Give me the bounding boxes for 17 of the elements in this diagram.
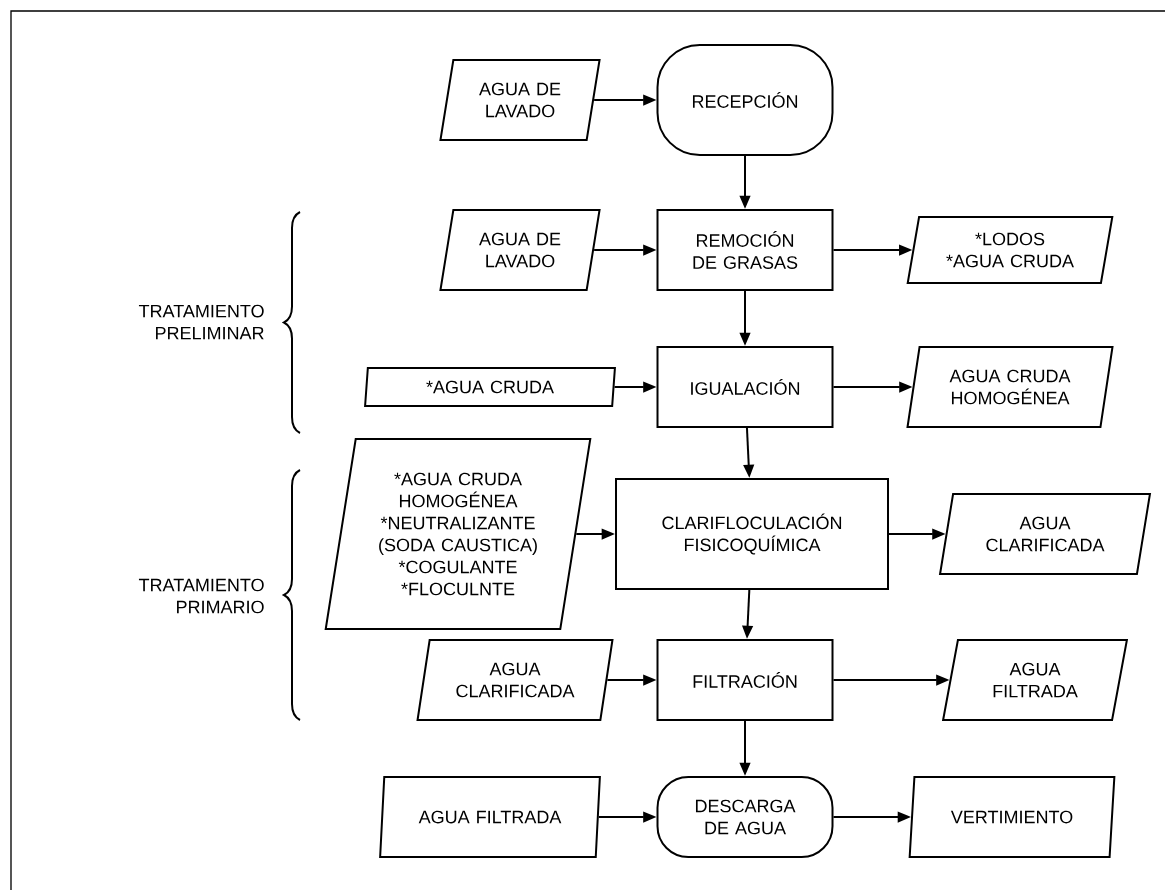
data-parallelogram: VERTIMIENTO <box>908 776 1116 858</box>
data-parallelogram: *AGUA CRUDA <box>364 367 616 407</box>
terminal-box: RECEPCIÓN <box>656 44 834 156</box>
data-parallelogram: *AGUA CRUDA HOMOGÉNEA *NEUTRALIZANTE (SODA CAUSTICA) *COGULANTE *FLOCULNTE <box>324 438 592 630</box>
data-parallelogram: AGUA FILTRADA <box>379 776 601 858</box>
process-box: CLARIFLOCULACIÓN FISICOQUÍMICA <box>615 478 889 590</box>
terminal-box: DESCARGA DE AGUA <box>656 776 834 858</box>
data-parallelogram: *LODOS *AGUA CRUDA <box>906 216 1114 284</box>
process-box: IGUALACIÓN <box>656 346 834 428</box>
data-parallelogram: AGUA CRUDA HOMOGÉNEA <box>906 346 1114 428</box>
section-label: TRATAMIENTO PRIMARIO <box>138 578 264 614</box>
data-parallelogram: AGUA CLARIFICADA <box>416 639 614 721</box>
data-parallelogram: AGUA DE LAVADO <box>439 59 601 141</box>
section-label: TRATAMIENTO PRELIMINAR <box>138 304 264 340</box>
process-box: REMOCIÓN DE GRASAS <box>656 209 834 291</box>
data-parallelogram: AGUA DE LAVADO <box>439 209 601 291</box>
process-box: FILTRACIÓN <box>656 639 834 721</box>
